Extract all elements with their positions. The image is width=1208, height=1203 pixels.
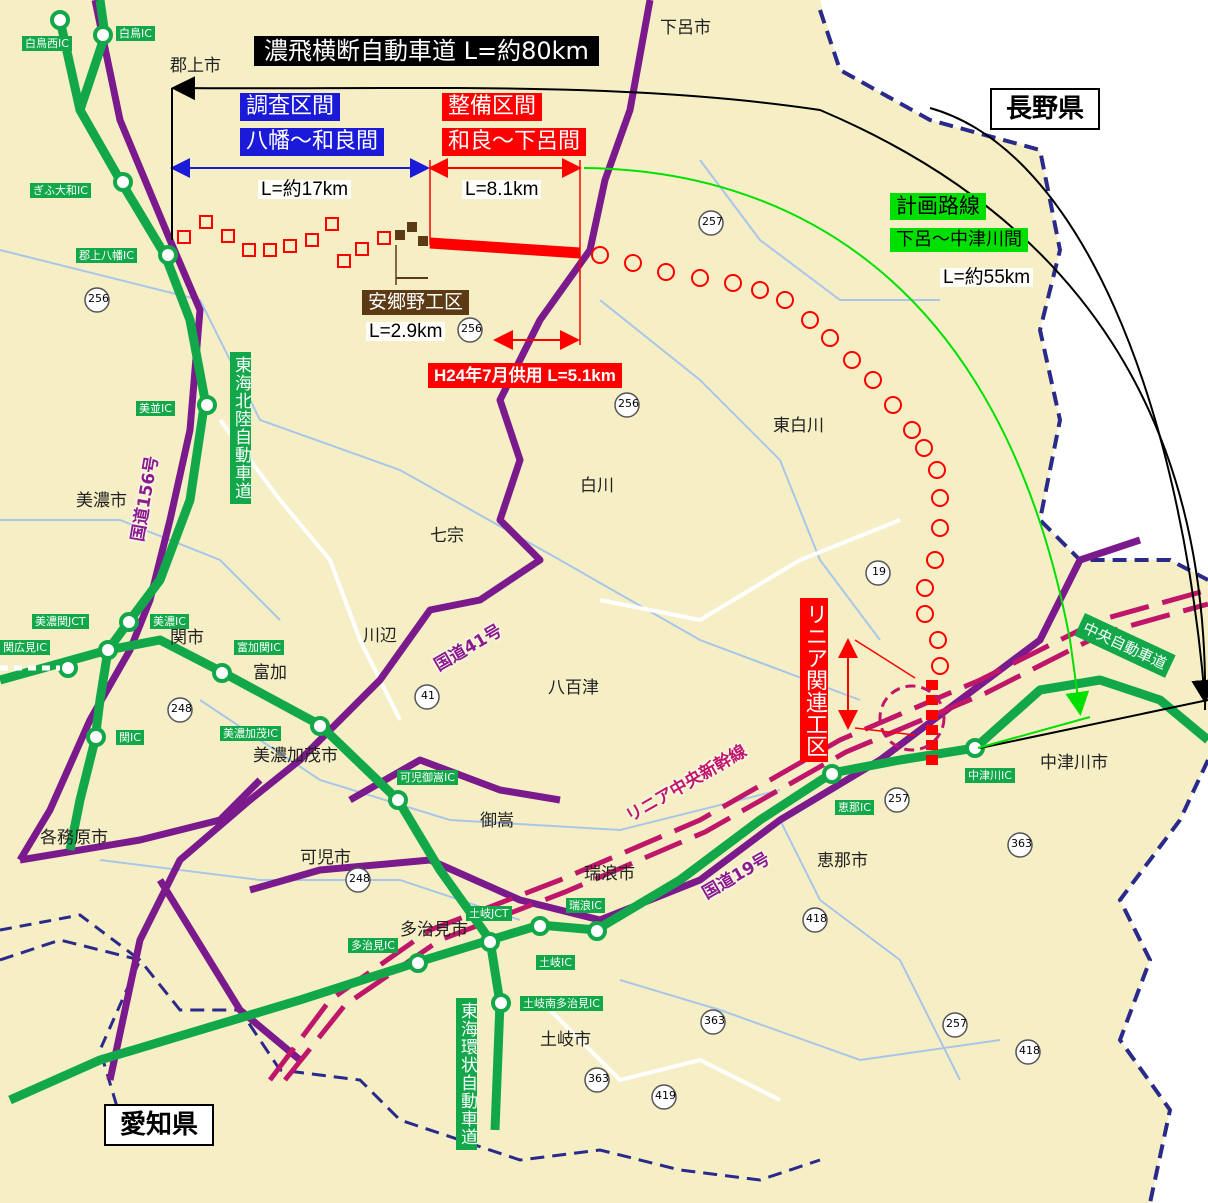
anko-section-length: L=2.9km <box>366 322 446 341</box>
ic-minoseki-jct: 美濃関JCT <box>32 614 89 629</box>
opened-section-line <box>429 237 581 259</box>
ic-minami: 美並IC <box>136 401 175 416</box>
survey-section-length: L=約17km <box>258 180 352 199</box>
shield-248-a: 248 <box>171 702 192 715</box>
shield-419: 419 <box>655 1089 676 1102</box>
route-19-line <box>249 536 1142 924</box>
ic-tajimi: 多治見IC <box>348 938 398 953</box>
shield-256-a: 256 <box>88 292 109 305</box>
city-kawabe: 川辺 <box>363 626 397 646</box>
prefecture-aichi-label: 愛知県 <box>104 1104 215 1146</box>
city-yaotsu: 八百津 <box>548 678 599 698</box>
shield-248-b: 248 <box>349 872 370 885</box>
route-156-line <box>16 0 204 862</box>
city-seki: 関市 <box>170 628 204 648</box>
survey-section-range: 八幡～和良間 <box>240 128 385 156</box>
city-toki: 土岐市 <box>540 1030 591 1050</box>
city-higashishirakawa: 東白川 <box>773 416 824 436</box>
shield-256-b: 256 <box>461 322 482 335</box>
shield-363-a: 363 <box>1011 837 1032 850</box>
shield-418-c: 418 <box>1019 1044 1040 1057</box>
ic-shirotori: 白鳥IC <box>116 26 155 41</box>
maintenance-section-title: 整備区間 <box>442 93 543 121</box>
city-mitake: 御嵩 <box>480 811 514 831</box>
tokai-hokuriku-expressway-label: 東海北陸自動車道 <box>230 352 251 504</box>
shield-418-b: 418 <box>806 912 827 925</box>
city-nakatsugawa: 中津川市 <box>1040 753 1108 773</box>
city-hichiso: 七宗 <box>430 526 464 546</box>
tokai-kanjo-expressway-label: 東海環状自動車道 <box>456 998 477 1150</box>
shield-257-c: 257 <box>946 1017 967 1030</box>
city-tajimi: 多治見市 <box>400 920 468 940</box>
city-mizunami: 瑞浪市 <box>584 864 635 884</box>
maintenance-section-length: L=8.1km <box>462 180 542 199</box>
shield-257-a: 257 <box>702 215 723 228</box>
ic-shirotori-nishi: 白鳥西IC <box>22 36 72 51</box>
shield-363-b: 363 <box>704 1014 725 1027</box>
city-kani: 可児市 <box>300 848 351 868</box>
prefecture-nagano-label: 長野県 <box>990 88 1101 130</box>
linear-related-section-label: リニア関連工区 <box>800 598 828 762</box>
ic-toki-jct: 土岐JCT <box>466 906 512 921</box>
ic-seki: 関IC <box>116 730 144 745</box>
city-kakamigahara: 各務原市 <box>40 828 108 848</box>
shield-256-c: 256 <box>618 397 639 410</box>
city-gujo: 郡上市 <box>170 56 221 76</box>
survey-section-title: 調査区間 <box>240 93 341 121</box>
maintenance-section-range: 和良～下呂間 <box>442 128 587 156</box>
city-ena: 恵那市 <box>817 851 868 871</box>
city-tomika: 富加 <box>253 663 287 683</box>
main-title: 濃飛横断自動車道 L=約80km <box>254 36 599 66</box>
ic-minokamo: 美濃加茂IC <box>220 726 281 741</box>
shield-19: 19 <box>872 565 886 578</box>
prefecture-border <box>818 9 1208 582</box>
shield-41: 41 <box>421 689 435 702</box>
ic-ena: 恵那IC <box>835 800 874 815</box>
ic-tomika-seki: 富加関IC <box>234 640 284 655</box>
ic-gujo-hachiman: 郡上八幡IC <box>76 248 137 263</box>
ic-toki: 土岐IC <box>536 955 575 970</box>
planned-route-title: 計画路線 <box>890 193 986 220</box>
route-41-line <box>106 0 654 1081</box>
city-mino: 美濃市 <box>76 491 127 511</box>
ic-seki-hiromi: 関広見IC <box>0 640 50 655</box>
city-gero: 下呂市 <box>660 18 711 38</box>
anko-section-title: 安郷野工区 <box>362 290 470 315</box>
shield-257-b: 257 <box>888 792 909 805</box>
ic-mino: 美濃IC <box>150 614 189 629</box>
ic-nakatsugawa: 中津川IC <box>965 768 1015 783</box>
opened-section-label: H24年7月供用 L=5.1km <box>428 363 622 388</box>
ic-mizunami: 瑞浪IC <box>566 898 605 913</box>
ic-toki-minami-tajimi: 土岐南多治見IC <box>520 996 603 1011</box>
city-shirakawa: 白川 <box>580 476 614 496</box>
city-minokamo: 美濃加茂市 <box>253 746 338 766</box>
ic-gifu-yamato: ぎふ大和IC <box>30 183 91 198</box>
shield-363-c: 363 <box>588 1072 609 1085</box>
planned-route-length: L=約55km <box>940 268 1034 287</box>
ic-kani-mitake: 可児御嵩IC <box>397 770 458 785</box>
planned-route-range: 下呂～中津川間 <box>890 228 1028 252</box>
